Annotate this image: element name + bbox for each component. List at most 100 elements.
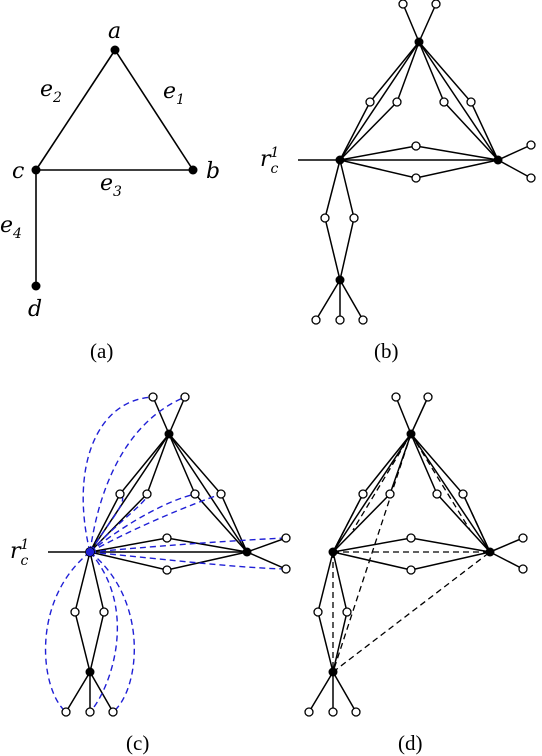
hub-node — [485, 547, 495, 557]
vertex-label-c: c — [12, 159, 24, 184]
edge-d — [332, 433, 412, 553]
hub-node — [242, 547, 252, 557]
edge-label-e3: e3 — [100, 171, 122, 200]
dashed-edge-c — [89, 493, 148, 553]
hollow-node — [349, 213, 359, 223]
hollow-node — [148, 392, 158, 402]
hollow-node — [432, 489, 442, 499]
vertex-b — [188, 165, 198, 175]
hollow-node — [526, 173, 536, 183]
hub-node — [335, 275, 345, 285]
edge-c — [168, 396, 186, 435]
dashed-edge-c — [89, 551, 136, 713]
edge-c — [246, 551, 287, 570]
hollow-node — [411, 173, 421, 183]
hollow-node — [385, 489, 395, 499]
edge-d — [489, 537, 524, 553]
hollow-node — [466, 97, 476, 107]
dashed-edge-d — [352, 433, 412, 531]
hollow-node — [526, 140, 536, 150]
edge-b — [402, 3, 420, 43]
edge-e2 — [35, 49, 116, 171]
edge-d — [489, 551, 524, 570]
edge-label-e4: e4 — [0, 213, 22, 242]
hollow-node — [142, 489, 152, 499]
hollow-node — [342, 607, 352, 617]
dashed-edge-d — [462, 493, 491, 553]
edge-c — [65, 671, 91, 713]
edge-b — [315, 279, 341, 321]
hollow-node — [190, 489, 200, 499]
hollow-node — [406, 565, 416, 575]
edge-d — [332, 671, 357, 713]
caption-d: (d) — [398, 731, 423, 755]
vertex-d — [31, 281, 41, 291]
hollow-node — [320, 213, 330, 223]
edge-d — [410, 396, 429, 435]
root-label-c: rc1 — [10, 537, 29, 569]
edge-b — [339, 41, 420, 161]
dashed-edge-d — [332, 433, 412, 673]
hollow-node — [406, 533, 416, 543]
edge-b — [497, 144, 532, 161]
hollow-node — [358, 489, 368, 499]
hollow-node — [281, 564, 291, 574]
dashed-edge-d — [332, 551, 491, 673]
vertex-label-a: a — [108, 19, 121, 44]
hub-node — [335, 155, 345, 165]
hollow-node — [281, 533, 291, 543]
hollow-node — [61, 707, 71, 717]
edge-b — [418, 3, 437, 43]
dashed-edge-d — [410, 433, 471, 531]
dashed-edge-c — [89, 551, 287, 570]
hollow-node — [108, 707, 118, 717]
edge-b — [339, 279, 364, 321]
root-label-b: rc1 — [260, 145, 279, 177]
hollow-node — [392, 97, 402, 107]
vertex-a — [110, 45, 120, 55]
edge-d — [410, 433, 491, 553]
edge-d — [308, 671, 334, 713]
hollow-node — [365, 97, 375, 107]
hub-node — [328, 667, 338, 677]
hollow-node — [162, 565, 172, 575]
edge-b — [418, 41, 499, 161]
dashed-edge-c — [82, 396, 154, 553]
dashed-edge-d — [332, 493, 364, 553]
dashed-edge-c — [89, 396, 186, 553]
hub-node — [164, 429, 174, 439]
hollow-node — [313, 607, 323, 617]
hollow-node — [99, 607, 109, 617]
hollow-node — [328, 707, 338, 717]
hollow-node — [518, 533, 528, 543]
hollow-node — [391, 392, 401, 402]
dashed-edge-c — [89, 537, 287, 553]
hub-node — [85, 667, 95, 677]
hub-node — [493, 155, 503, 165]
vertex-c — [31, 165, 41, 175]
hollow-node — [311, 315, 321, 325]
edge-c — [152, 396, 170, 435]
hollow-node — [216, 489, 226, 499]
caption-c: (c) — [126, 731, 149, 755]
hollow-node — [411, 141, 421, 151]
hollow-node — [458, 489, 468, 499]
hub-node — [414, 37, 424, 47]
root-hub-node — [85, 547, 95, 557]
hollow-node — [70, 607, 80, 617]
hollow-node — [358, 315, 368, 325]
hollow-node — [162, 533, 172, 543]
caption-b: (b) — [374, 339, 399, 363]
edge-c — [168, 433, 248, 553]
hollow-node — [351, 707, 361, 717]
panel-d: (d) — [304, 392, 528, 755]
hollow-node — [431, 0, 441, 9]
hollow-node — [423, 392, 433, 402]
hollow-node — [180, 392, 190, 402]
panel-b: rc1 (b) — [260, 0, 536, 363]
panel-c: rc1 (c) — [10, 392, 291, 755]
dashed-edge-c — [89, 551, 118, 713]
hollow-node — [335, 315, 345, 325]
dashed-edge-c — [89, 493, 222, 553]
